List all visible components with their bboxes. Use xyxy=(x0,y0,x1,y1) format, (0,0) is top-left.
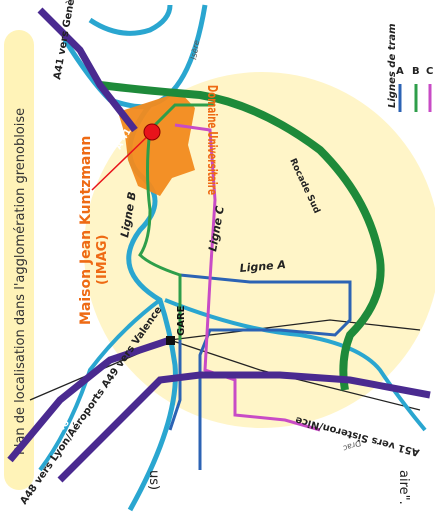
river-north-loop xyxy=(88,4,173,36)
legend-label-b: B xyxy=(412,66,420,77)
river-drac-south xyxy=(164,298,427,432)
tram-line-c xyxy=(174,123,321,432)
tram-line-b-campus xyxy=(148,103,215,132)
river-label-isere: Isère xyxy=(188,39,201,60)
gare-label: GARE xyxy=(176,305,187,336)
road-a480 xyxy=(57,371,431,483)
road-rocade-sud xyxy=(99,81,385,391)
road-label-a48-a49: A48 vers Lyon/Aéroports A49 vers Valence xyxy=(18,304,165,507)
tram-line-a xyxy=(179,273,352,470)
legend-title: Lignes de tram xyxy=(387,23,398,108)
railway-line-south xyxy=(169,339,421,411)
legend-label-a: A xyxy=(396,66,404,77)
map-title: Plan de localisation dans l'agglomératio… xyxy=(13,108,28,455)
title-banner xyxy=(4,30,34,490)
legend-label-c: C xyxy=(426,66,433,77)
tram-label-a: Ligne A xyxy=(239,258,286,275)
building-label: Maison Jean Kuntzmann xyxy=(78,136,94,325)
fragment-right: aire". xyxy=(396,470,411,505)
river-isere-west xyxy=(38,298,162,472)
road-a41 xyxy=(37,7,138,133)
tram-line-b xyxy=(138,129,182,340)
tram-legend: Lignes de tram A B C xyxy=(387,23,433,112)
road-label-a51: A51 vers Sisteron/Nice xyxy=(294,414,421,458)
building-marker xyxy=(143,123,161,141)
fragment-left: us) xyxy=(146,470,161,490)
gare-marker xyxy=(166,336,175,345)
road-a48 xyxy=(7,336,172,463)
campus-area xyxy=(118,92,195,196)
campus-label: Domaine Universitaire xyxy=(204,85,219,195)
building-sublabel: (IMAG) xyxy=(95,235,110,285)
building-pointer-line xyxy=(91,131,153,191)
